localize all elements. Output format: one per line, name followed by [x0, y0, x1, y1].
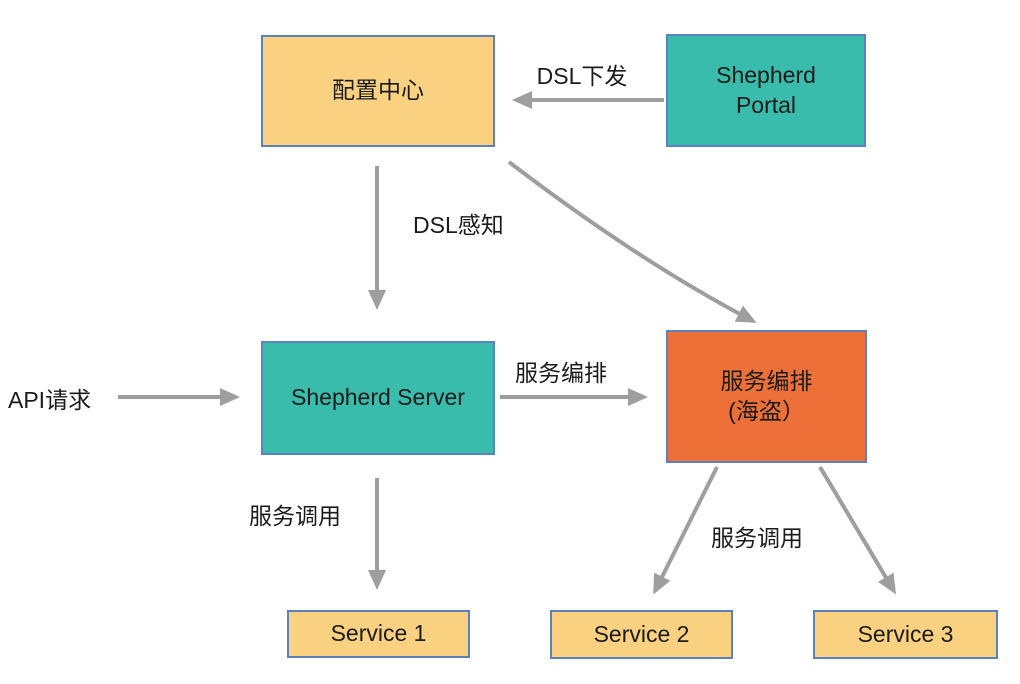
node-service-orchestration-pirate-label: 服务编排 (海盗） — [720, 367, 813, 424]
arrow-pirate-to-service3 — [818, 465, 897, 595]
node-config-center: 配置中心 — [261, 35, 495, 147]
arrow-pirate-to-service2 — [653, 466, 719, 595]
arrow-config-to-pirate — [507, 160, 757, 323]
node-config-center-label: 配置中心 — [332, 77, 424, 104]
edge-label-dsl-deliver: DSL下发 — [536, 63, 628, 89]
node-service-1-label: Service 1 — [330, 620, 427, 647]
node-service-1: Service 1 — [287, 610, 470, 658]
edge-label-api-request: API请求 — [8, 387, 92, 413]
node-shepherd-portal: Shepherd Portal — [666, 34, 866, 147]
node-service-2-label: Service 2 — [593, 620, 690, 647]
edge-label-service-orchestrate: 服务编排 — [515, 360, 607, 386]
node-shepherd-portal-label: Shepherd Portal — [716, 61, 816, 118]
edge-label-dsl-sense: DSL感知 — [413, 212, 504, 238]
node-shepherd-server: Shepherd Server — [261, 341, 495, 455]
node-service-3: Service 3 — [813, 610, 998, 659]
node-service-orchestration-pirate: 服务编排 (海盗） — [666, 330, 867, 463]
node-service-2: Service 2 — [550, 610, 733, 659]
edge-label-service-invoke-left: 服务调用 — [249, 503, 341, 529]
node-shepherd-server-label: Shepherd Server — [291, 384, 465, 411]
edge-label-service-invoke-right: 服务调用 — [711, 525, 803, 551]
node-service-3-label: Service 3 — [857, 620, 954, 647]
